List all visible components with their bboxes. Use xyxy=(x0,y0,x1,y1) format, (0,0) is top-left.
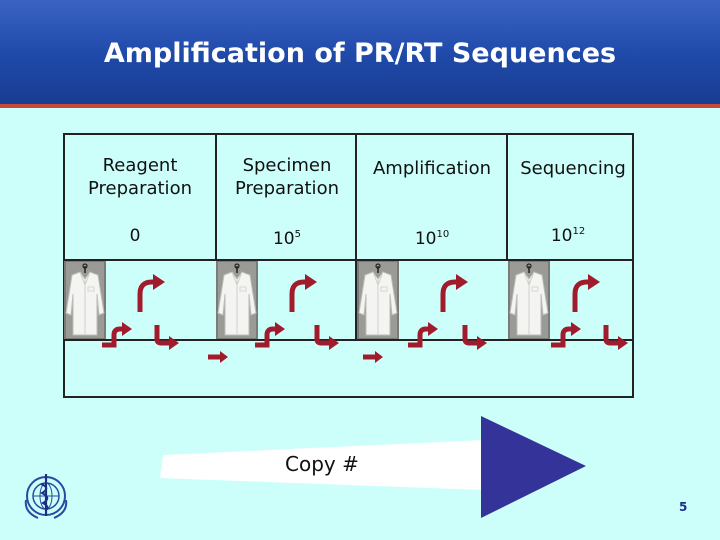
curved-arrow-icon xyxy=(102,322,132,345)
flow-arrow-icon xyxy=(363,351,383,363)
curved-arrow-icon xyxy=(140,274,165,312)
copy-number-reagent: 0 xyxy=(129,226,141,246)
curved-arrow-icon xyxy=(317,325,339,350)
lab-coat-icon xyxy=(356,260,400,340)
curved-arrow-icon xyxy=(575,274,600,312)
curved-arrow-icon xyxy=(408,322,438,345)
curved-arrow-icon xyxy=(606,325,628,350)
copy-number-specimen: 105 xyxy=(272,229,301,249)
stage-label-reagent: Reagent Preparation xyxy=(88,155,192,199)
row-divider xyxy=(63,339,634,341)
lab-coat-icon xyxy=(507,260,551,340)
stage-label-amplification: Amplification xyxy=(372,158,492,179)
direction-triangle xyxy=(481,416,586,518)
flow-arrow-icon xyxy=(208,351,228,363)
copy-number-wedge xyxy=(160,440,484,490)
who-emblem-icon xyxy=(24,474,68,519)
lab-coat-icon xyxy=(63,260,107,340)
slide-title: Amplification of PR/RT Sequences xyxy=(103,38,617,69)
curved-arrow-icon xyxy=(551,322,581,345)
copy-number-amplification: 1010 xyxy=(414,229,450,249)
curved-arrow-icon xyxy=(443,274,468,312)
copy-number-sequencing: 1012 xyxy=(550,226,586,246)
curved-arrow-icon xyxy=(255,322,285,345)
page-number: 5 xyxy=(679,500,688,514)
column-divider xyxy=(215,133,217,260)
curved-arrow-icon xyxy=(465,325,487,350)
stage-label-sequencing: Sequencing xyxy=(520,158,626,179)
column-divider xyxy=(506,133,508,260)
row-divider xyxy=(63,259,634,261)
curved-arrow-icon xyxy=(292,274,317,312)
header-divider xyxy=(0,104,720,108)
slide-header xyxy=(0,0,720,104)
curved-arrow-icon xyxy=(157,325,179,350)
lab-coat-icon xyxy=(215,260,259,340)
stage-label-specimen: Specimen Preparation xyxy=(235,155,339,199)
copy-number-label: Copy # xyxy=(285,452,359,476)
column-divider xyxy=(355,133,357,341)
